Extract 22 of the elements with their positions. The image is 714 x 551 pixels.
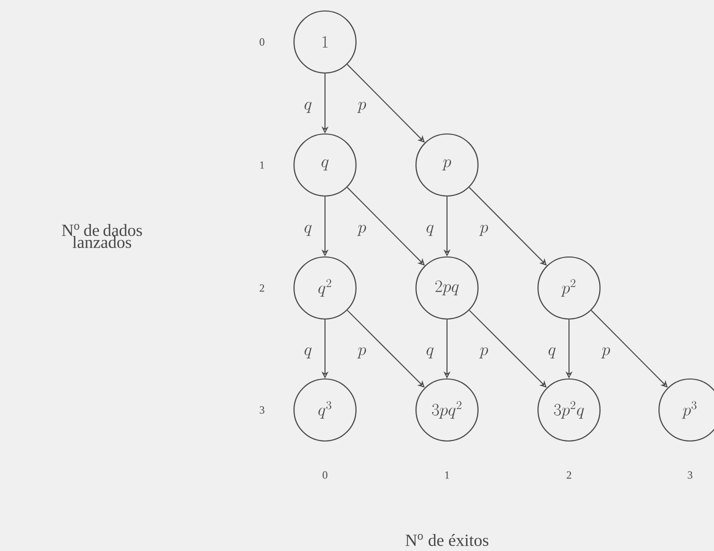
edge-label: $p$ bbox=[601, 347, 610, 358]
edge-label: $q$ bbox=[548, 347, 556, 358]
axis-number: 2 bbox=[260, 284, 264, 292]
edge-label: $q$ bbox=[426, 347, 434, 358]
edge-label: $p$ bbox=[357, 224, 366, 236]
axis-number: 3 bbox=[688, 471, 692, 479]
axis-number: 0 bbox=[322, 471, 328, 479]
axis-number: 1 bbox=[445, 471, 450, 479]
edge-label: $p$ bbox=[479, 224, 488, 236]
edge-label: $p$ bbox=[357, 347, 366, 358]
edge-label: $q$ bbox=[304, 224, 312, 236]
edge-label: $p$ bbox=[357, 102, 366, 113]
axis-title: N$^{o}$ de dados lanzados bbox=[62, 224, 142, 248]
axis-number: 1 bbox=[260, 161, 264, 169]
edge-label: $p$ bbox=[479, 347, 488, 358]
edge-label: $q$ bbox=[304, 347, 312, 358]
edge-label: $q$ bbox=[426, 224, 434, 236]
axis-number: 3 bbox=[260, 406, 264, 414]
axis-number: 0 bbox=[260, 38, 264, 46]
axis-title: N$^{o}$ de éxitos bbox=[406, 534, 488, 546]
edge-label: $q$ bbox=[304, 102, 312, 113]
axis-number: 2 bbox=[566, 471, 572, 479]
